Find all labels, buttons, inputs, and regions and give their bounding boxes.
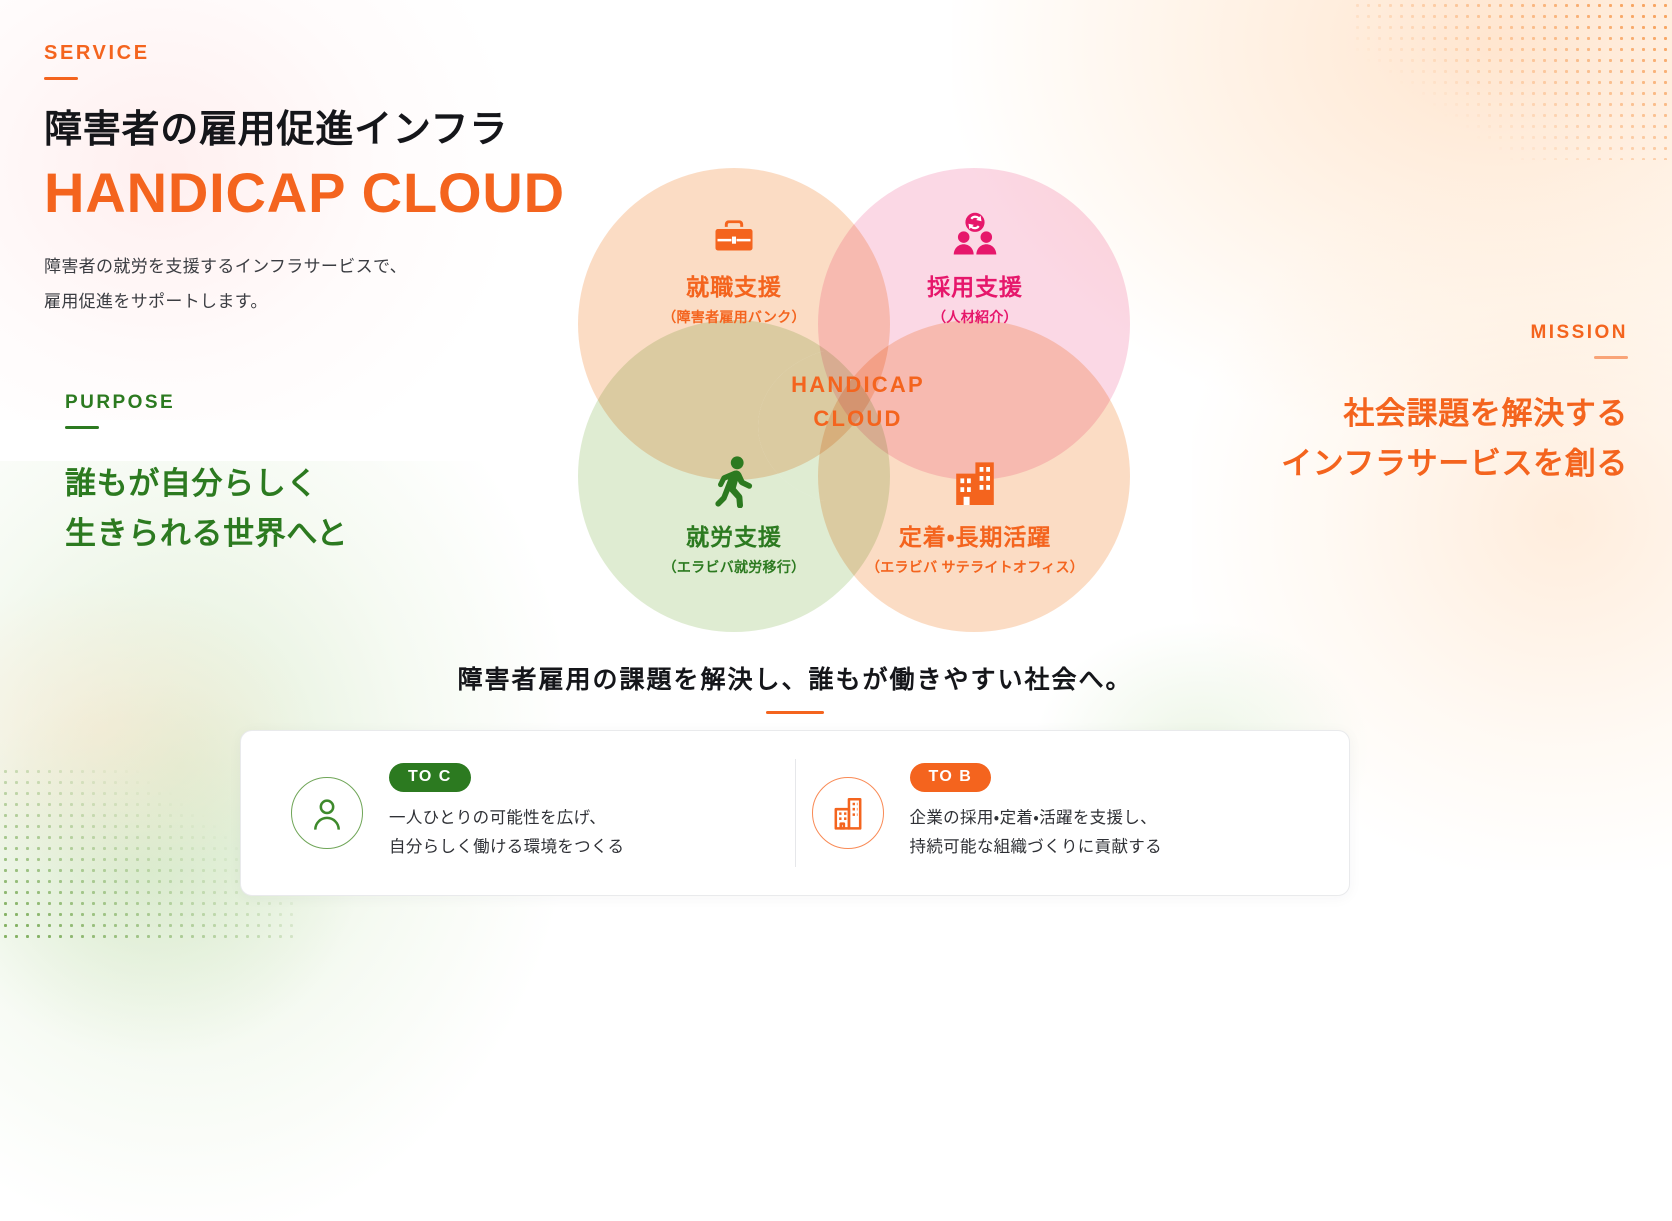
- venn-node-top-left-subtitle: （障害者雇用バンク）: [662, 309, 806, 325]
- venn-node-top-left-title: 就職支援: [686, 274, 782, 300]
- service-description: 障害者の就労を支援するインフラサービスで、 雇用促進をサポートします。: [44, 250, 664, 320]
- service-description-line-2: 雇用促進をサポートします。: [44, 292, 268, 312]
- card-to-b-line-2: 持続可能な組織づくりに貢献する: [909, 838, 1162, 857]
- mission-eyebrow: MISSION: [1530, 322, 1628, 343]
- briefcase-icon: [619, 206, 849, 258]
- venn-node-bottom-right-title: 定着・長期活躍: [898, 524, 1052, 550]
- recruit-people-icon: [860, 206, 1090, 258]
- venn-center-label: HANDICAP CLOUD: [758, 368, 958, 436]
- service-section: SERVICE 障害者の雇用促進インフラ HANDICAP CLOUD 障害者の…: [44, 42, 664, 320]
- venn-diagram: HANDICAP CLOUD 就職支援 （障害者雇用バンク）: [572, 168, 1142, 638]
- card-to-b: TO B 企業の採用・定着・活躍を支援し、 持続可能な組織づくりに貢献する: [794, 759, 1316, 867]
- venn-node-bottom-left: 就労支援 （エラビバ就労移行）: [619, 456, 849, 577]
- mission-copy: 社会課題を解決する インフラサービスを創る: [1188, 389, 1628, 489]
- service-english-title: HANDICAP CLOUD: [44, 160, 565, 224]
- purpose-copy: 誰もが自分らしく 生きられる世界へと: [65, 459, 485, 559]
- venn-node-top-right: 採用支援 （人材紹介）: [860, 206, 1090, 327]
- card-to-c-body: TO C 一人ひとりの可能性を広げ、 自分らしく働ける環境をつくる: [389, 763, 624, 863]
- card-to-c-badge: TO C: [389, 763, 471, 792]
- venn-node-bottom-right: 定着・長期活躍 （エラビバ サテライトオフィス）: [860, 456, 1090, 577]
- person-circle-icon: [291, 776, 363, 849]
- venn-center-line-1: HANDICAP: [791, 372, 925, 397]
- purpose-eyebrow: PURPOSE: [65, 392, 176, 413]
- mission-eyebrow-rule: [1594, 356, 1628, 359]
- building-icon: [860, 456, 1090, 508]
- card-to-b-badge: TO B: [909, 763, 992, 792]
- service-eyebrow-rule: [44, 77, 78, 80]
- card-to-b-line-1: 企業の採用・定着・活躍を支援し、: [909, 809, 1157, 827]
- venn-node-top-right-subtitle: （人材紹介）: [932, 309, 1018, 325]
- mission-section: MISSION 社会課題を解決する インフラサービスを創る: [1188, 322, 1628, 489]
- bottom-headline-rule: [766, 711, 824, 714]
- bottom-section: 障害者雇用の課題を解決し、誰もが働きやすい社会へ。 TO C 一人ひとりの可能性…: [240, 660, 1350, 896]
- venn-node-bottom-left-subtitle: （エラビバ就労移行）: [662, 559, 806, 575]
- venn-node-bottom-right-subtitle: （エラビバ サテライトオフィス）: [865, 559, 1085, 575]
- purpose-copy-line-2: 生きられる世界へと: [65, 516, 349, 552]
- card-to-b-body: TO B 企業の採用・定着・活躍を支援し、 持続可能な組織づくりに貢献する: [909, 763, 1162, 863]
- card-to-c-line-1: 一人ひとりの可能性を広げ、: [389, 809, 607, 827]
- halftone-dots-top-right-icon: [1352, 0, 1672, 160]
- card-to-c-text: 一人ひとりの可能性を広げ、 自分らしく働ける環境をつくる: [389, 804, 624, 863]
- purpose-section: PURPOSE 誰もが自分らしく 生きられる世界へと: [65, 392, 485, 559]
- service-description-line-1: 障害者の就労を支援するインフラサービスで、: [44, 257, 407, 277]
- mission-copy-line-1: 社会課題を解決する: [1343, 396, 1628, 431]
- service-eyebrow: SERVICE: [44, 42, 150, 64]
- venn-node-top-left: 就職支援 （障害者雇用バンク）: [619, 206, 849, 327]
- venn-center-lens: [758, 346, 958, 506]
- walking-person-icon: [619, 456, 849, 508]
- service-japanese-title: 障害者の雇用促進インフラ: [44, 109, 508, 151]
- venn-node-top-right-title: 採用支援: [927, 274, 1023, 300]
- card-to-b-text: 企業の採用・定着・活躍を支援し、 持続可能な組織づくりに貢献する: [910, 804, 1162, 863]
- bottom-headline: 障害者雇用の課題を解決し、誰もが働きやすい社会へ。: [457, 666, 1133, 694]
- mission-copy-line-2: インフラサービスを創る: [1281, 446, 1628, 482]
- purpose-eyebrow-rule: [65, 426, 99, 429]
- building-circle-icon: [811, 776, 884, 849]
- purpose-copy-line-1: 誰もが自分らしく: [65, 466, 318, 501]
- venn-node-bottom-left-title: 就労支援: [686, 524, 782, 550]
- venn-center-line-2: CLOUD: [813, 406, 903, 432]
- card-to-c-line-2: 自分らしく働ける環境をつくる: [389, 838, 625, 857]
- audience-cards: TO C 一人ひとりの可能性を広げ、 自分らしく働ける環境をつくる TO B: [240, 730, 1350, 896]
- card-to-c: TO C 一人ひとりの可能性を広げ、 自分らしく働ける環境をつくる: [275, 759, 795, 867]
